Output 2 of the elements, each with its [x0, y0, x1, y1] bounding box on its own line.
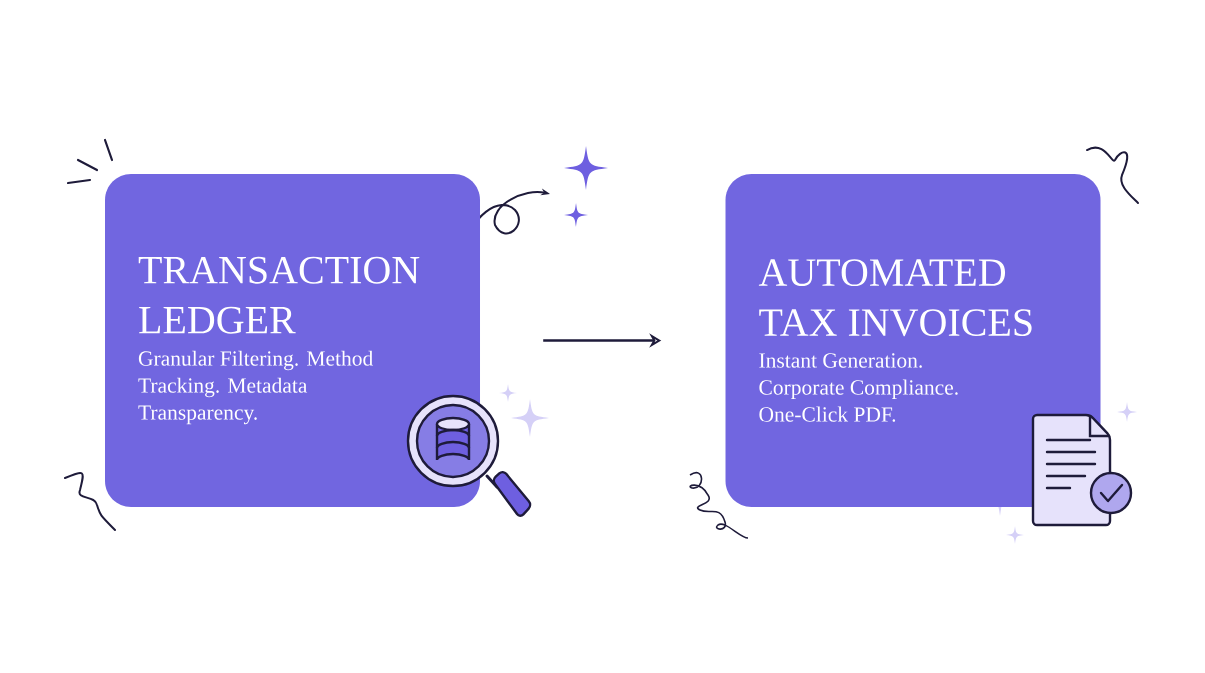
process-box: TRANSACTION LEDGER Granular Filtering. Method Tracking. Metadata Transparency. — [105, 174, 480, 507]
process-box: AUTOMATED TAX INVOICES Instant Generation. Corporate Compliance. One-Click PDF. — [725, 174, 1101, 507]
